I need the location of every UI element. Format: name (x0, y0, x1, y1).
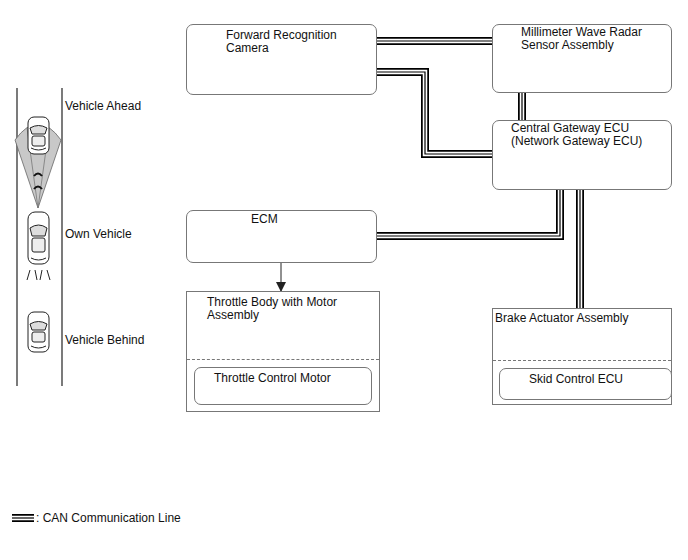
rear-sensor-marks (27, 270, 50, 280)
ecu-box: ECM (186, 210, 377, 263)
own-car (28, 212, 49, 264)
node-label: Central Gateway ECU (Network Gateway ECU… (511, 121, 669, 148)
radar-cone (15, 124, 61, 208)
dashed-divider (493, 360, 671, 361)
can-line (377, 41, 492, 42)
node-label: ECM (251, 211, 371, 226)
node-label: Throttle Control Motor (214, 368, 369, 385)
can-line (377, 72, 492, 154)
vehicle-label: Vehicle Behind (65, 334, 144, 347)
legend-sample (12, 518, 34, 519)
dashed-divider (187, 359, 379, 360)
radar-waves (34, 174, 42, 190)
gateway-box: Central Gateway ECU (Network Gateway ECU… (492, 120, 672, 190)
assembly-box: Brake Actuator AssemblySkid Control ECU (492, 308, 672, 405)
component-box: Throttle Control Motor (194, 367, 372, 405)
vehicle-label: Own Vehicle (65, 228, 132, 241)
node-label: Skid Control ECU (529, 369, 667, 386)
car-ahead (28, 117, 49, 154)
ecu-box: Forward Recognition Camera (186, 24, 377, 95)
can-line (580, 190, 581, 308)
car-behind (28, 312, 49, 352)
node-label: Millimeter Wave Radar Sensor Assembly (521, 25, 669, 52)
signal-arrow (281, 263, 282, 291)
can-line (377, 190, 560, 236)
node-label: Throttle Body with Motor Assembly (207, 292, 375, 322)
sensor-box: Millimeter Wave Radar Sensor Assembly (492, 24, 672, 93)
component-box: Skid Control ECU (499, 368, 672, 400)
vehicle-label: Vehicle Ahead (65, 100, 141, 113)
node-label: Forward Recognition Camera (226, 25, 356, 55)
assembly-box: Throttle Body with Motor AssemblyThrottl… (186, 291, 380, 412)
legend-text: : CAN Communication Line (36, 512, 181, 525)
road-edge (16, 88, 17, 386)
can-line (522, 93, 523, 120)
road-edge (61, 88, 62, 386)
node-label: Brake Actuator Assembly (495, 309, 669, 325)
